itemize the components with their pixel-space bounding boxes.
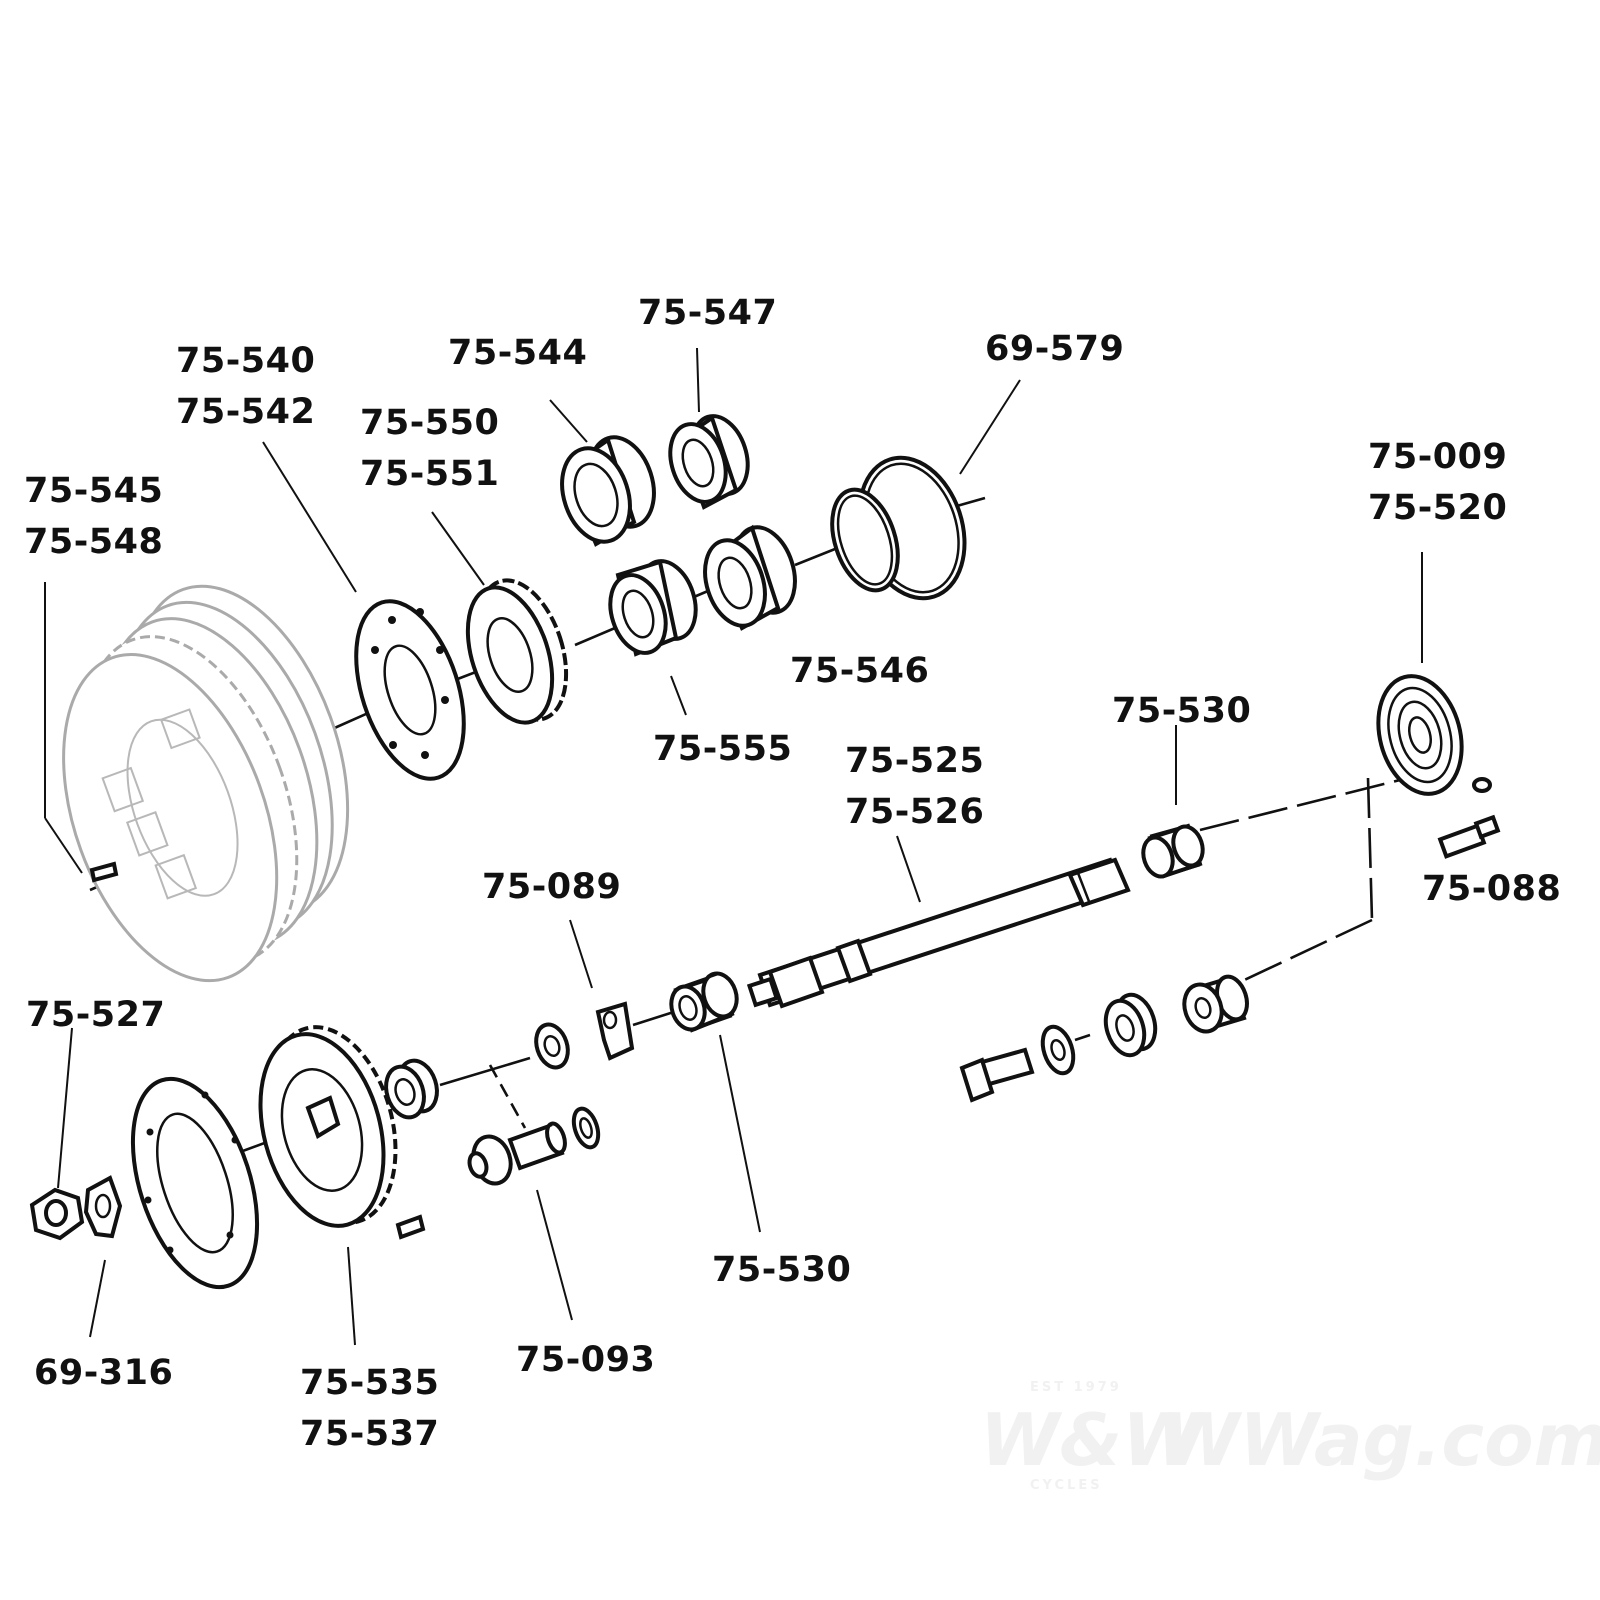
label-line: 75-546	[790, 651, 930, 691]
label-75-555: 75-555	[653, 724, 792, 775]
bolt-washer-part	[1040, 1024, 1076, 1076]
label-line: 75-089	[482, 867, 622, 907]
watermark-site: WWag.com	[1160, 1398, 1600, 1482]
leader-lines	[44, 347, 1423, 1346]
label-75-089: 75-089	[482, 862, 621, 913]
label-75-525: 75-525 75-526	[845, 736, 984, 838]
label-75-530-top: 75-530	[1112, 686, 1251, 737]
label-line: 75-527	[26, 995, 166, 1035]
bushing-75-530-bottom-part	[669, 971, 739, 1033]
nut-part	[29, 1187, 85, 1241]
bearing-race-75-546-part	[703, 524, 797, 631]
seal-part	[384, 1058, 439, 1120]
label-line: 75-545	[24, 471, 164, 511]
label-line: 75-093	[516, 1340, 656, 1380]
label-line: 75-548	[24, 522, 164, 562]
retaining-ring-part	[830, 455, 967, 601]
label-line: 75-520	[1368, 488, 1508, 528]
label-75-540: 75-540 75-542	[176, 336, 315, 438]
kick-shaft-part	[746, 857, 1131, 1009]
label-line: 75-542	[176, 392, 316, 432]
label-line: 75-535	[300, 1363, 440, 1403]
washer-part	[534, 1022, 570, 1070]
label-line: 75-544	[448, 333, 588, 373]
label-line: 75-540	[176, 341, 316, 381]
label-line: 75-555	[653, 729, 793, 769]
label-75-544: 75-544	[448, 328, 587, 379]
starter-gear-part	[258, 1025, 398, 1228]
label-line: 69-579	[985, 329, 1125, 369]
label-line: 75-550	[360, 403, 500, 443]
label-75-546: 75-546	[790, 646, 929, 697]
watermark-sub: CYCLES	[1030, 1478, 1103, 1493]
label-69-316: 69-316	[34, 1348, 173, 1399]
label-line: 69-316	[34, 1353, 174, 1393]
label-69-579: 69-579	[985, 324, 1124, 375]
clutch-plate-part	[354, 599, 466, 781]
sprocket-part	[465, 578, 569, 725]
bearing-cup-75-544-part	[560, 435, 656, 547]
label-line: 75-547	[638, 293, 778, 333]
kicker-spring-part	[1376, 674, 1492, 796]
label-line: 75-526	[845, 792, 985, 832]
stud-75-088-part	[1437, 814, 1501, 859]
label-line: 75-537	[300, 1414, 440, 1454]
label-line: 75-551	[360, 454, 500, 494]
lock-plate-part	[595, 1001, 635, 1061]
pin-washer-part	[571, 1106, 601, 1150]
bolt-part	[959, 1047, 1035, 1103]
bushing-75-530-top-part	[1141, 823, 1205, 879]
label-line: 75-530	[1112, 691, 1252, 731]
label-75-088: 75-088	[1422, 864, 1561, 915]
label-75-530-bottom: 75-530	[712, 1245, 851, 1296]
label-line: 75-009	[1368, 437, 1508, 477]
label-75-535: 75-535 75-537	[300, 1358, 439, 1460]
bearing-cup-75-547-part	[668, 414, 750, 510]
lock-tab-part	[83, 1175, 123, 1239]
label-75-527: 75-527	[26, 990, 165, 1041]
label-75-547: 75-547	[638, 288, 777, 339]
watermark-est: EST 1979	[1030, 1380, 1122, 1395]
label-75-545: 75-545 75-548	[24, 466, 163, 568]
bushing-75-555-part	[608, 559, 698, 657]
label-75-093: 75-093	[516, 1335, 655, 1386]
label-75-009: 75-009 75-520	[1368, 432, 1507, 534]
clutch-drum-part	[62, 584, 350, 983]
label-line: 75-088	[1422, 869, 1562, 909]
label-75-550: 75-550 75-551	[360, 398, 499, 500]
bolt-bushing-part	[1182, 974, 1249, 1034]
watermark-brand: W&W	[980, 1398, 1202, 1482]
screw-part	[395, 1214, 426, 1240]
label-line: 75-525	[845, 741, 985, 781]
label-line: 75-530	[712, 1250, 852, 1290]
pin-75-093-part	[467, 1121, 567, 1186]
cover-plate-part	[130, 1076, 260, 1290]
bolt-nut-part	[1103, 992, 1158, 1058]
